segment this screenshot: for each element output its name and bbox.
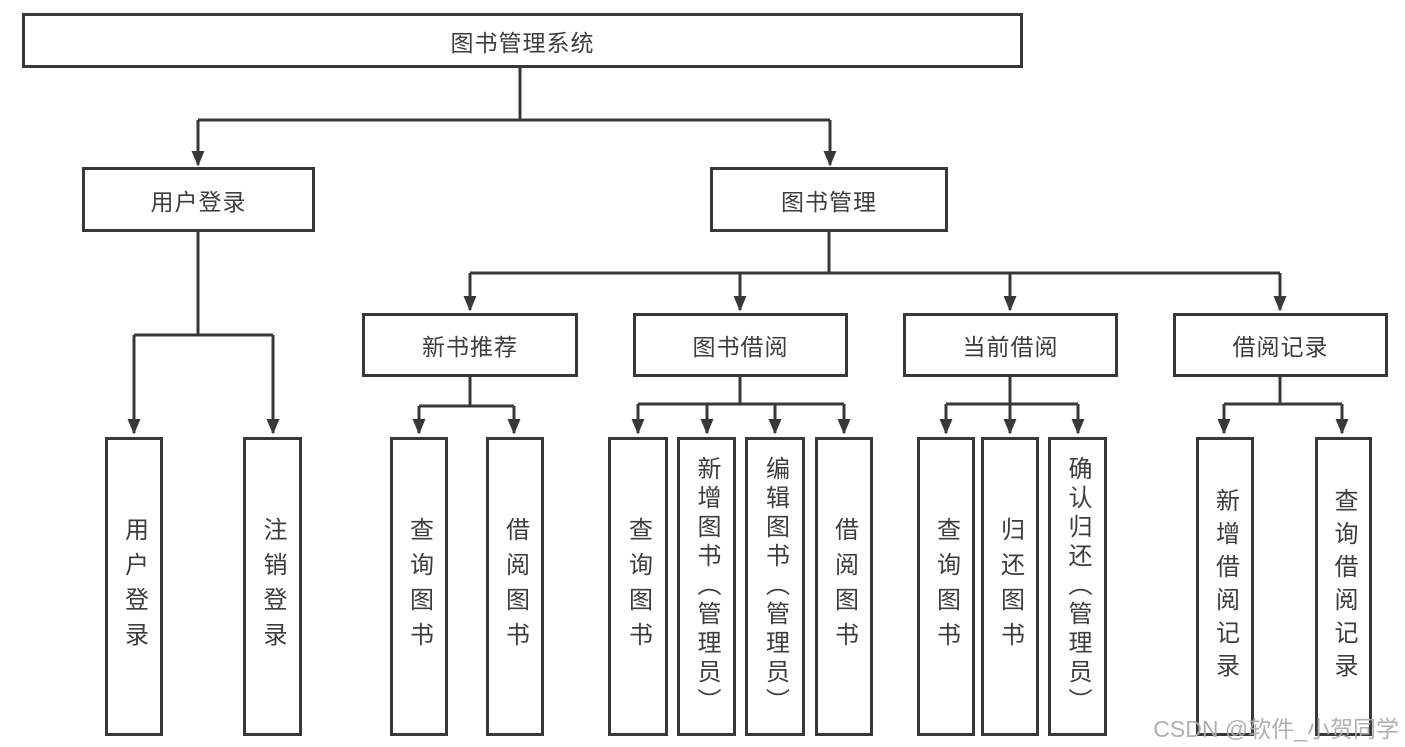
node-borrowing-records: 借阅记录: [1173, 313, 1388, 377]
node-label: 借阅图书: [501, 516, 529, 657]
node-label: 归还图书: [996, 516, 1024, 657]
node-label: 确认归还（管理员）: [1064, 456, 1091, 717]
node-logout: 注销登录: [243, 437, 302, 736]
watermark-text: CSDN @软件_小贺同学: [1153, 716, 1399, 742]
node-label: 用户登录: [120, 516, 148, 657]
node-bb-borrow-books: 借阅图书: [815, 437, 873, 736]
node-bb-add-books-admin: 新增图书（管理员）: [677, 437, 736, 736]
node-label: 新增借阅记录: [1211, 487, 1239, 686]
node-new-book-recommend: 新书推荐: [362, 313, 578, 377]
node-library-system: 图书管理系统: [22, 13, 1023, 68]
node-current-borrowing: 当前借阅: [903, 313, 1118, 377]
node-label: 借阅图书: [830, 516, 858, 657]
node-cb-return-books: 归还图书: [981, 437, 1039, 736]
node-label: 查询图书: [932, 516, 960, 657]
node-cb-confirm-return-admin: 确认归还（管理员）: [1048, 437, 1107, 736]
node-label: 查询图书: [405, 516, 433, 657]
node-bb-query-books: 查询图书: [608, 437, 668, 736]
node-bb-edit-books-admin: 编辑图书（管理员）: [745, 437, 805, 736]
node-book-borrowing: 图书借阅: [633, 313, 848, 377]
node-label: 编辑图书（管理员）: [761, 456, 789, 717]
node-label: 查询图书: [624, 516, 652, 657]
node-nbr-borrow-books: 借阅图书: [486, 437, 544, 736]
node-cb-query-books: 查询图书: [917, 437, 975, 736]
node-user-login: 用户登录: [82, 167, 315, 232]
node-label: 注销登录: [259, 516, 286, 657]
node-label: 新增图书（管理员）: [693, 456, 720, 717]
node-br-query-record: 查询借阅记录: [1315, 437, 1372, 736]
node-label: 查询借阅记录: [1330, 487, 1357, 686]
node-book-management: 图书管理: [710, 167, 948, 232]
node-nbr-query-books: 查询图书: [390, 437, 448, 736]
node-br-add-record: 新增借阅记录: [1196, 437, 1254, 736]
node-login: 用户登录: [105, 437, 163, 736]
